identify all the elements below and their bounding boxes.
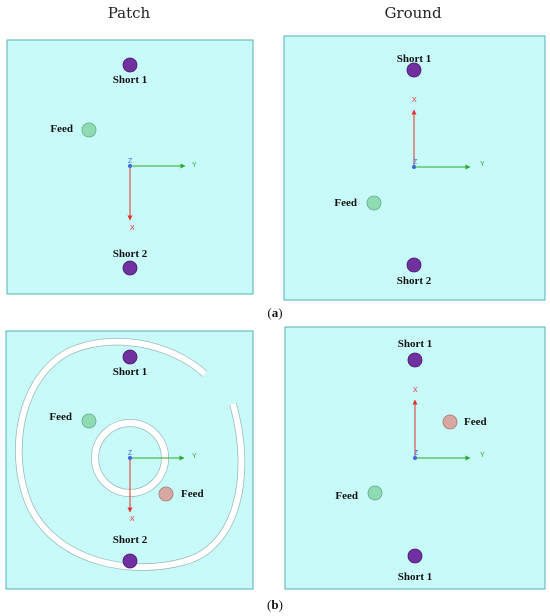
feed-pin-pink [442, 414, 458, 430]
short-2-label: Short 2 [113, 534, 148, 546]
column-title-patch: Patch [108, 4, 151, 22]
axis-origin [128, 456, 132, 460]
short-2-label: Short 2 [397, 275, 432, 287]
feed-pin-green [367, 485, 383, 501]
axis-x-label: X [412, 97, 417, 104]
axis-z-label: Z [128, 450, 133, 457]
feed-label-green: Feed [49, 411, 72, 423]
axis-x-label: X [130, 225, 135, 232]
short-1-label: Short 1 [113, 74, 148, 86]
panel-label-a: (a) [267, 305, 282, 320]
feed-label: Feed [50, 123, 73, 135]
short-pin-2 [122, 553, 138, 569]
short-1-label: Short 1 [113, 366, 148, 378]
axis-origin [412, 165, 416, 169]
panel-b-ground: Short 1 X Z Y Feed Feed Short 1 [284, 326, 546, 590]
feed-label-green: Feed [335, 490, 358, 502]
short-1-bottom-label: Short 1 [398, 571, 433, 583]
axis-y-label: Y [192, 162, 197, 169]
panel-label-b: (b) [267, 597, 283, 612]
short-pin-1 [406, 62, 422, 78]
short-pin-top [407, 352, 423, 368]
axis-origin [413, 456, 417, 460]
axis-x-label: X [130, 516, 135, 523]
short-pin-1 [122, 349, 138, 365]
spiral-slot-fill [15, 338, 245, 571]
axis-z-label: Z [413, 159, 418, 166]
axis-x-label: X [413, 387, 418, 394]
column-title-ground: Ground [384, 4, 442, 22]
short-1-label: Short 1 [397, 53, 432, 65]
short-pin-1 [122, 57, 138, 73]
short-1-top-label: Short 1 [398, 338, 433, 350]
axis-z-label: Z [414, 450, 419, 457]
short-pin-bottom [407, 548, 423, 564]
axis-y-label: Y [480, 161, 485, 168]
axis-y-label: Y [192, 453, 197, 460]
feed-pin-green [81, 413, 97, 429]
feed-label: Feed [334, 197, 357, 209]
feed-pin-pink [158, 486, 174, 502]
axis-z-label: Z [128, 158, 133, 165]
feed-pin [366, 195, 382, 211]
axis-origin [128, 164, 132, 168]
panel-a-ground: Short 1 X Z Y Feed Short 2 [283, 35, 546, 301]
axis-y-label: Y [480, 452, 485, 459]
feed-label-pink: Feed [464, 416, 487, 428]
short-2-label: Short 2 [113, 248, 148, 260]
panel-b-patch: Short 1 Feed Z Y X Feed Short 2 [5, 330, 254, 590]
short-pin-2 [406, 257, 422, 273]
short-pin-2 [122, 260, 138, 276]
feed-pin [81, 122, 97, 138]
feed-label-pink: Feed [181, 488, 204, 500]
panel-a-patch: Short 1 Feed Z Y X Short 2 [6, 39, 254, 295]
